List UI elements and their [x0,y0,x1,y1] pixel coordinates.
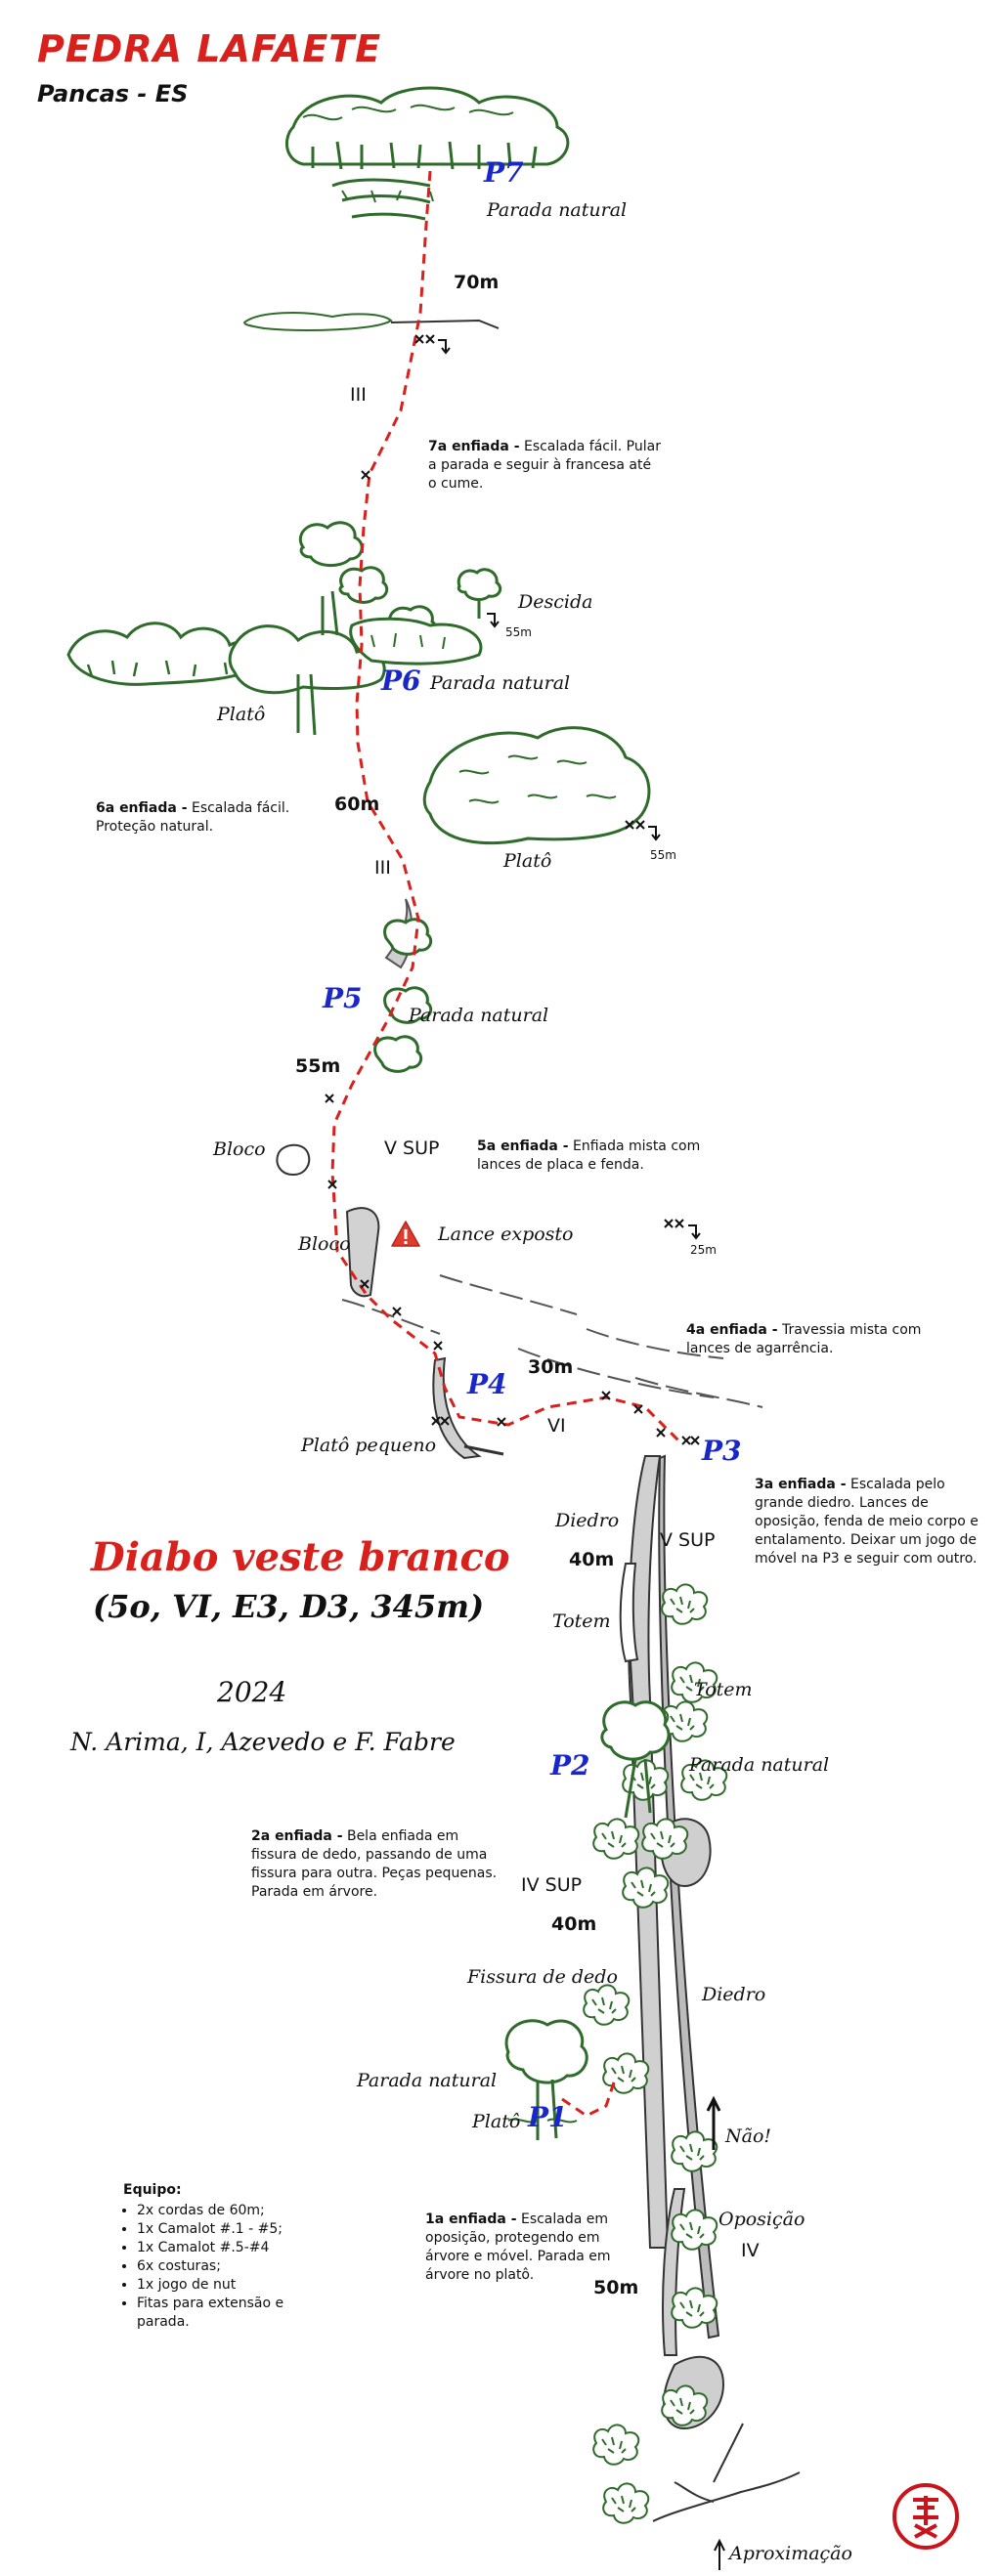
route-grade: (5o, VI, E3, D3, 345m) [93,1588,485,1625]
belay-p1: P1 [528,2101,568,2133]
length-p5: 55m [295,1055,341,1077]
rappel-arrows [438,339,701,1240]
route-year: 2024 [217,1676,287,1708]
belay-p7: P7 [484,156,524,189]
label-diedro-lower: Diedro [702,1984,766,2005]
author-seal-logo [892,2483,959,2550]
pitch-desc-7: 7a enfiada - Escalada fácil. Pular a par… [428,438,663,494]
label-totem-right: Totem [694,1679,753,1700]
pitch-head-7: 7a enfiada - [428,439,520,454]
belay-p6: P6 [381,665,421,697]
pitch-body-4: Travessia mista com lances de agarrência… [686,1322,922,1356]
rappel-length-2: 55m [650,848,676,862]
label-diedro-upper: Diedro [555,1510,620,1531]
grade-p5: V SUP [384,1138,440,1159]
pitch-body-6: Escalada fácil. Proteção natural. [96,800,290,835]
length-p4: 30m [528,1356,574,1378]
route-line [330,170,681,1443]
grade-p4: VI [547,1415,566,1437]
length-p7: 70m [454,272,500,293]
label-fissura-de-dedo: Fissura de dedo [467,1966,618,1988]
length-p1: 50m [593,2277,639,2298]
summit-trees [284,86,570,221]
pitch-head-1: 1a enfiada - [425,2211,517,2227]
label-parada-natural-p7: Parada natural [487,199,628,221]
warning-icon [391,1221,420,1247]
length-p3: 40m [569,1549,615,1570]
belay-p5: P5 [323,982,363,1014]
label-lance-exposto: Lance exposto [438,1224,574,1245]
label-aproximacao: Aproximação [729,2543,852,2564]
page-subtitle: Pancas - ES [37,80,189,107]
plato-vegetation-p6 [66,521,502,736]
pitch-body-1: Escalada em oposição, protegendo em árvo… [425,2211,611,2283]
grade-p3: V SUP [660,1529,716,1551]
label-nao: Não! [725,2125,772,2147]
pitch-desc-5: 5a enfiada - Enfiada mista com lances de… [477,1138,721,1175]
pitch-head-6: 6a enfiada - [96,800,188,816]
label-bloco-lower: Bloco [298,1233,351,1255]
pitch-head-2: 2a enfiada - [251,1828,343,1844]
rappel-length-3: 25m [690,1243,717,1257]
label-parada-natural-p5: Parada natural [409,1005,549,1026]
pitch-desc-1: 1a enfiada - Escalada em oposição, prote… [425,2211,631,2285]
pitch-head-3: 3a enfiada - [755,1477,847,1492]
belay-p3: P3 [702,1435,742,1467]
pitch-body-7: Escalada fácil. Pular a parada e seguir … [428,439,661,492]
pitch-head-4: 4a enfiada - [686,1322,778,1338]
pitch-desc-6: 6a enfiada - Escalada fácil. Proteção na… [96,799,321,837]
grade-p2: IV SUP [521,1874,583,1896]
label-bloco-upper: Bloco [213,1138,266,1160]
length-p2: 40m [551,1913,597,1935]
bolts [325,334,700,1445]
gear-item: 1x Camalot #.1 - #5; [137,2220,313,2239]
label-totem-left: Totem [552,1610,611,1632]
grade-p6: III [374,857,391,879]
pitch-body-5: Enfiada mista com lances de placa e fend… [477,1138,701,1173]
plato-vegetation-upper [422,726,651,845]
gear-item: 1x Camalot #.5-#4 [137,2239,313,2257]
pitch-body-2: Bela enfiada em fissura de dedo, passand… [251,1828,498,1900]
label-plato-left: Platô [217,704,266,725]
label-oposicao: Oposição [718,2209,805,2230]
gear-title: Equipo: [123,2182,182,2198]
pitch-head-5: 5a enfiada - [477,1138,569,1154]
belay-p2: P2 [550,1749,590,1782]
gear-item: 1x jogo de nut [137,2276,313,2295]
aproximacao-arrow [714,2538,725,2570]
gear-item: Fitas para extensão e parada. [137,2295,313,2332]
nao-arrow [706,2095,721,2150]
label-descida: Descida [518,591,593,613]
route-name: Diabo veste branco [91,1534,510,1580]
page-title: PEDRA LAFAETE [37,27,382,70]
label-plato-right: Platô [503,850,552,872]
gear-item: 2x cordas de 60m; [137,2202,313,2220]
gear-list: Equipo: 2x cordas de 60m; 1x Camalot #.1… [123,2181,313,2332]
label-parada-natural-p1: Parada natural [357,2070,498,2091]
gear-item: 6x costuras; [137,2257,313,2276]
rappel-length-1: 55m [505,625,532,639]
grade-p7: III [350,384,367,406]
grade-p1: IV [741,2240,760,2261]
pitch-body-3: Escalada pelo grande diedro. Lances de o… [755,1477,979,1567]
pitch-desc-2: 2a enfiada - Bela enfiada em fissura de … [251,1827,505,1902]
label-parada-natural-p2: Parada natural [689,1754,830,1776]
label-parada-natural-p6: Parada natural [430,672,571,694]
label-plato-pequeno: Platô pequeno [301,1435,437,1456]
label-plato-p1: Platô [472,2111,521,2132]
length-p6: 60m [334,794,380,815]
pitch-desc-4: 4a enfiada - Travessia mista com lances … [686,1321,931,1358]
belay-p4: P4 [467,1368,507,1400]
route-authors: N. Arima, I, Azevedo e F. Fabre [70,1728,456,1756]
pitch-desc-3: 3a enfiada - Escalada pelo grande diedro… [755,1476,989,1568]
